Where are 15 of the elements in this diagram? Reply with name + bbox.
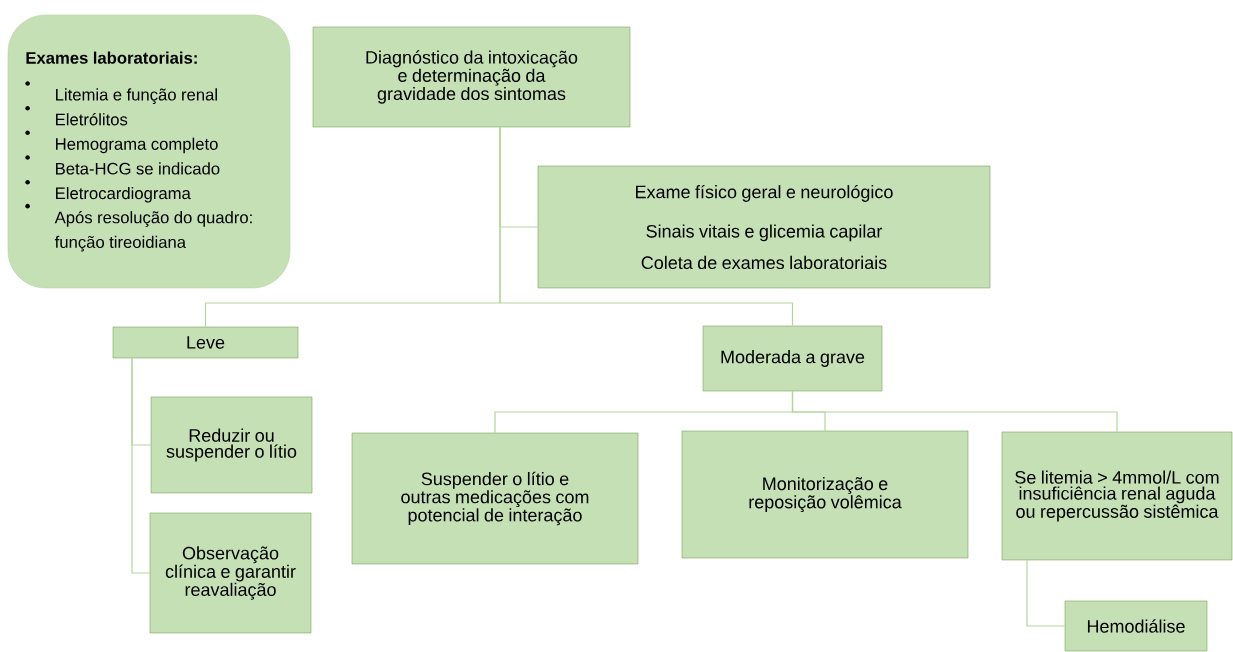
connector-line — [1026, 559, 1066, 627]
connector-line — [791, 390, 1118, 433]
process-box: Leve — [112, 326, 299, 359]
process-box: Moderada a grave — [702, 325, 883, 392]
connector-line — [499, 126, 794, 327]
process-box: Reduzir ou suspender o lítio — [150, 396, 313, 494]
info-box: Exames laboratoriais: Litemia e função renal Eletrólitos Hemograma completo Beta-HCG se indicado Eletrocardiograma Após resolução do quadro: função tireoidiana — [7, 14, 291, 289]
process-box: Suspender o lítio e outras medicações com potencial de interação — [351, 432, 639, 565]
process-box: Exame físico geral e neurológico Sinais vitais e glicemia capilar Coleta de exames laboratoriais — [537, 165, 991, 289]
process-box: Diagnóstico da intoxicação e determinação da gravidade dos sintomas — [312, 26, 631, 128]
process-box: Observação clínica e garantir reavaliação — [149, 512, 312, 634]
process-box: Se litemia > 4mmol/L com insuficiência renal aguda ou repercussão sistêmica — [1001, 431, 1233, 561]
process-box: Monitorização e reposição volêmica — [681, 430, 969, 559]
connector-line — [131, 357, 151, 574]
process-box: Hemodiálise — [1064, 600, 1208, 652]
